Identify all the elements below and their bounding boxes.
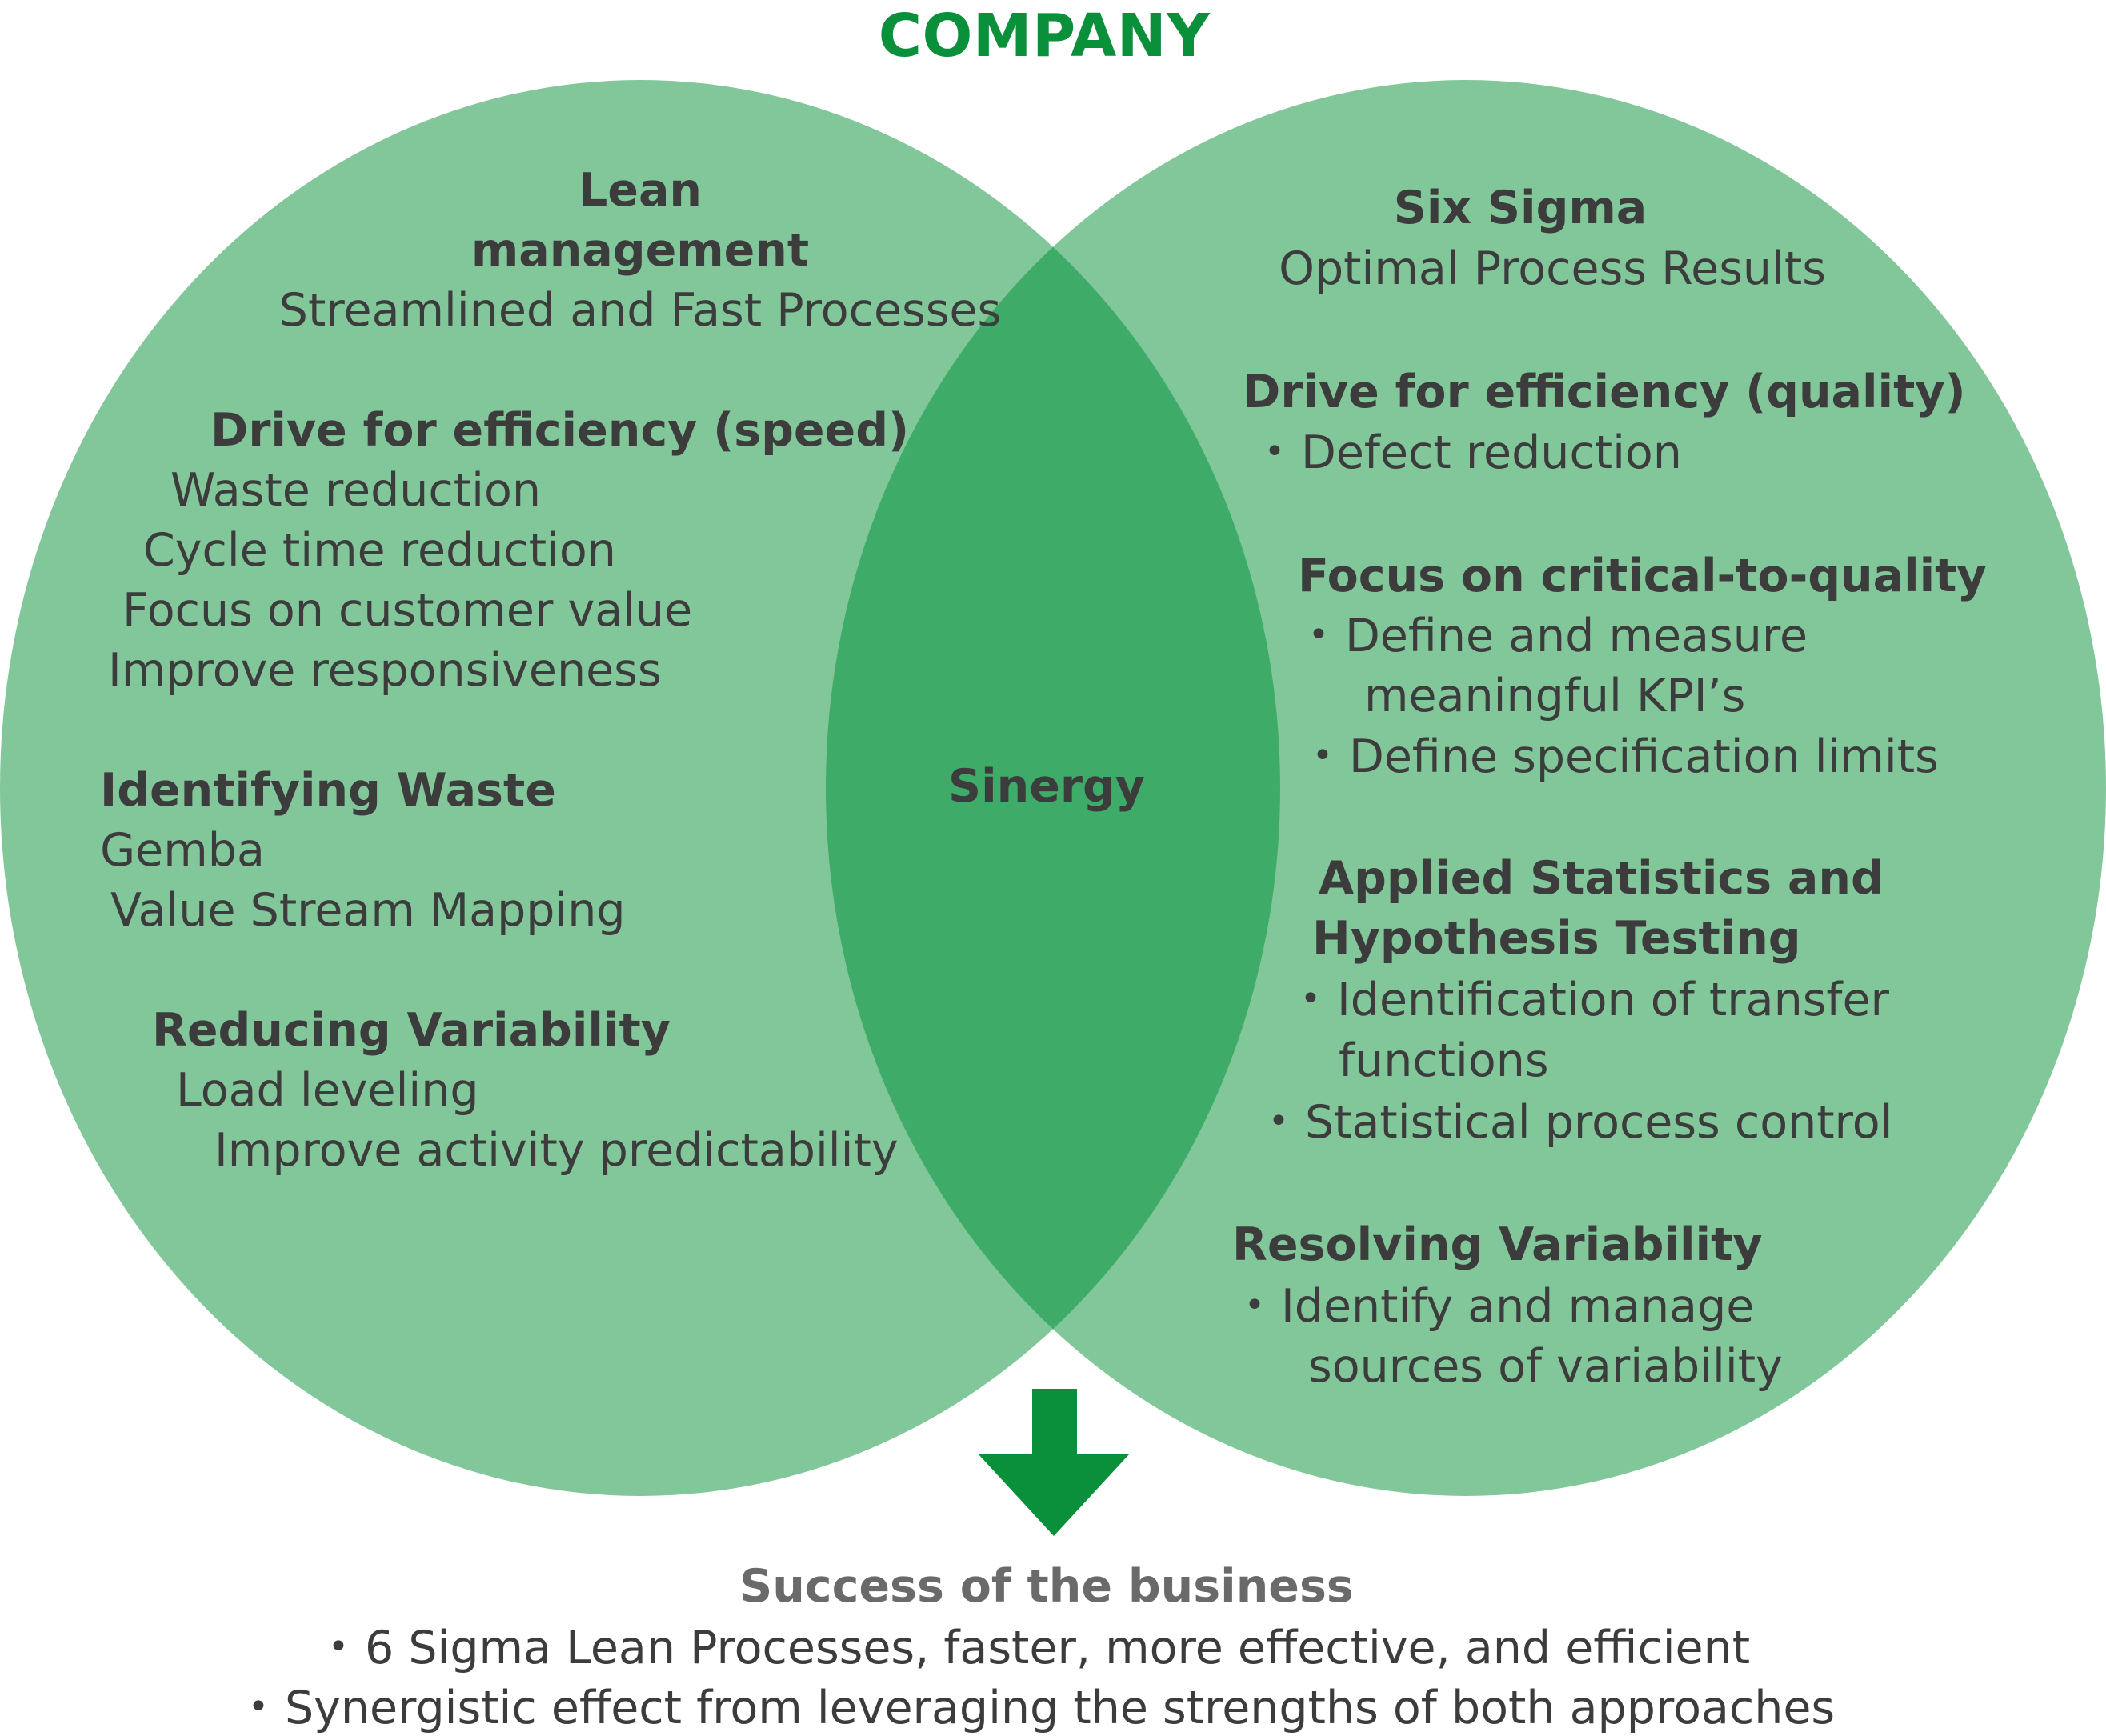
- lean-item: Value Stream Mapping: [110, 884, 626, 937]
- lean-item: Improve activity predictability: [214, 1124, 899, 1177]
- bullet-icon: •: [1300, 978, 1321, 1020]
- lean-item: Waste reduction: [170, 464, 541, 517]
- sixsigma-section-heading: Focus on critical-to-quality: [1298, 550, 1987, 602]
- sixsigma-item: •Identification of transfer: [1300, 974, 1889, 1026]
- bottom-heading: Success of the business: [739, 1560, 1354, 1613]
- bullet-icon: •: [1268, 1101, 1289, 1142]
- lean-item: Cycle time reduction: [143, 524, 616, 577]
- bottom-item: •Synergistic effect from leveraging the …: [248, 1682, 1836, 1734]
- lean-section-heading: Identifying Waste: [100, 764, 556, 817]
- sixsigma-item-continuation: functions: [1339, 1034, 1549, 1087]
- bullet-icon: •: [328, 1626, 349, 1668]
- lean-section-heading: Reducing Variability: [152, 1004, 671, 1057]
- lean-title-line2: management: [470, 224, 810, 277]
- bottom-item: •6 Sigma Lean Processes, faster, more ef…: [328, 1622, 1751, 1674]
- lean-title-line1: Lean: [578, 164, 703, 217]
- sixsigma-section-heading: Applied Statistics and: [1319, 852, 1884, 905]
- lean-item: Improve responsiveness: [108, 644, 662, 697]
- sixsigma-item-continuation: sources of variability: [1308, 1340, 1783, 1393]
- down-arrow-icon: [979, 1389, 1129, 1536]
- page-title: COMPANY: [878, 2, 1211, 70]
- synergy-label: Sinergy: [948, 760, 1145, 813]
- lean-item: Load leveling: [176, 1064, 479, 1117]
- bullet-icon: •: [1264, 431, 1285, 473]
- sixsigma-item: •Statistical process control: [1268, 1096, 1893, 1149]
- sixsigma-section-heading: Drive for efficiency (quality): [1243, 366, 1966, 418]
- lean-item: Gemba: [100, 824, 265, 877]
- sixsigma-item-continuation: meaningful KPI’s: [1364, 670, 1746, 722]
- lean-subtitle: Streamlined and Fast Processes: [278, 284, 1002, 337]
- sixsigma-subtitle: Optimal Process Results: [1279, 242, 1826, 295]
- bullet-icon: •: [1312, 735, 1333, 777]
- bullet-icon: •: [1308, 614, 1329, 656]
- sixsigma-item: •Define specification limits: [1312, 730, 1939, 783]
- lean-item: Focus on customer value: [122, 584, 693, 637]
- bullet-icon: •: [1244, 1285, 1265, 1326]
- sixsigma-item: •Identify and manage: [1244, 1280, 1755, 1333]
- sixsigma-section-heading: Hypothesis Testing: [1312, 912, 1801, 965]
- bullet-icon: •: [248, 1686, 269, 1728]
- overlap-region: [826, 80, 1280, 1496]
- sixsigma-item: •Define and measure: [1308, 610, 1808, 662]
- sixsigma-title: Six Sigma: [1393, 182, 1648, 234]
- sixsigma-section-heading: Resolving Variability: [1232, 1218, 1763, 1271]
- sixsigma-item: •Defect reduction: [1264, 426, 1682, 479]
- lean-section-heading: Drive for efficiency (speed): [210, 404, 910, 457]
